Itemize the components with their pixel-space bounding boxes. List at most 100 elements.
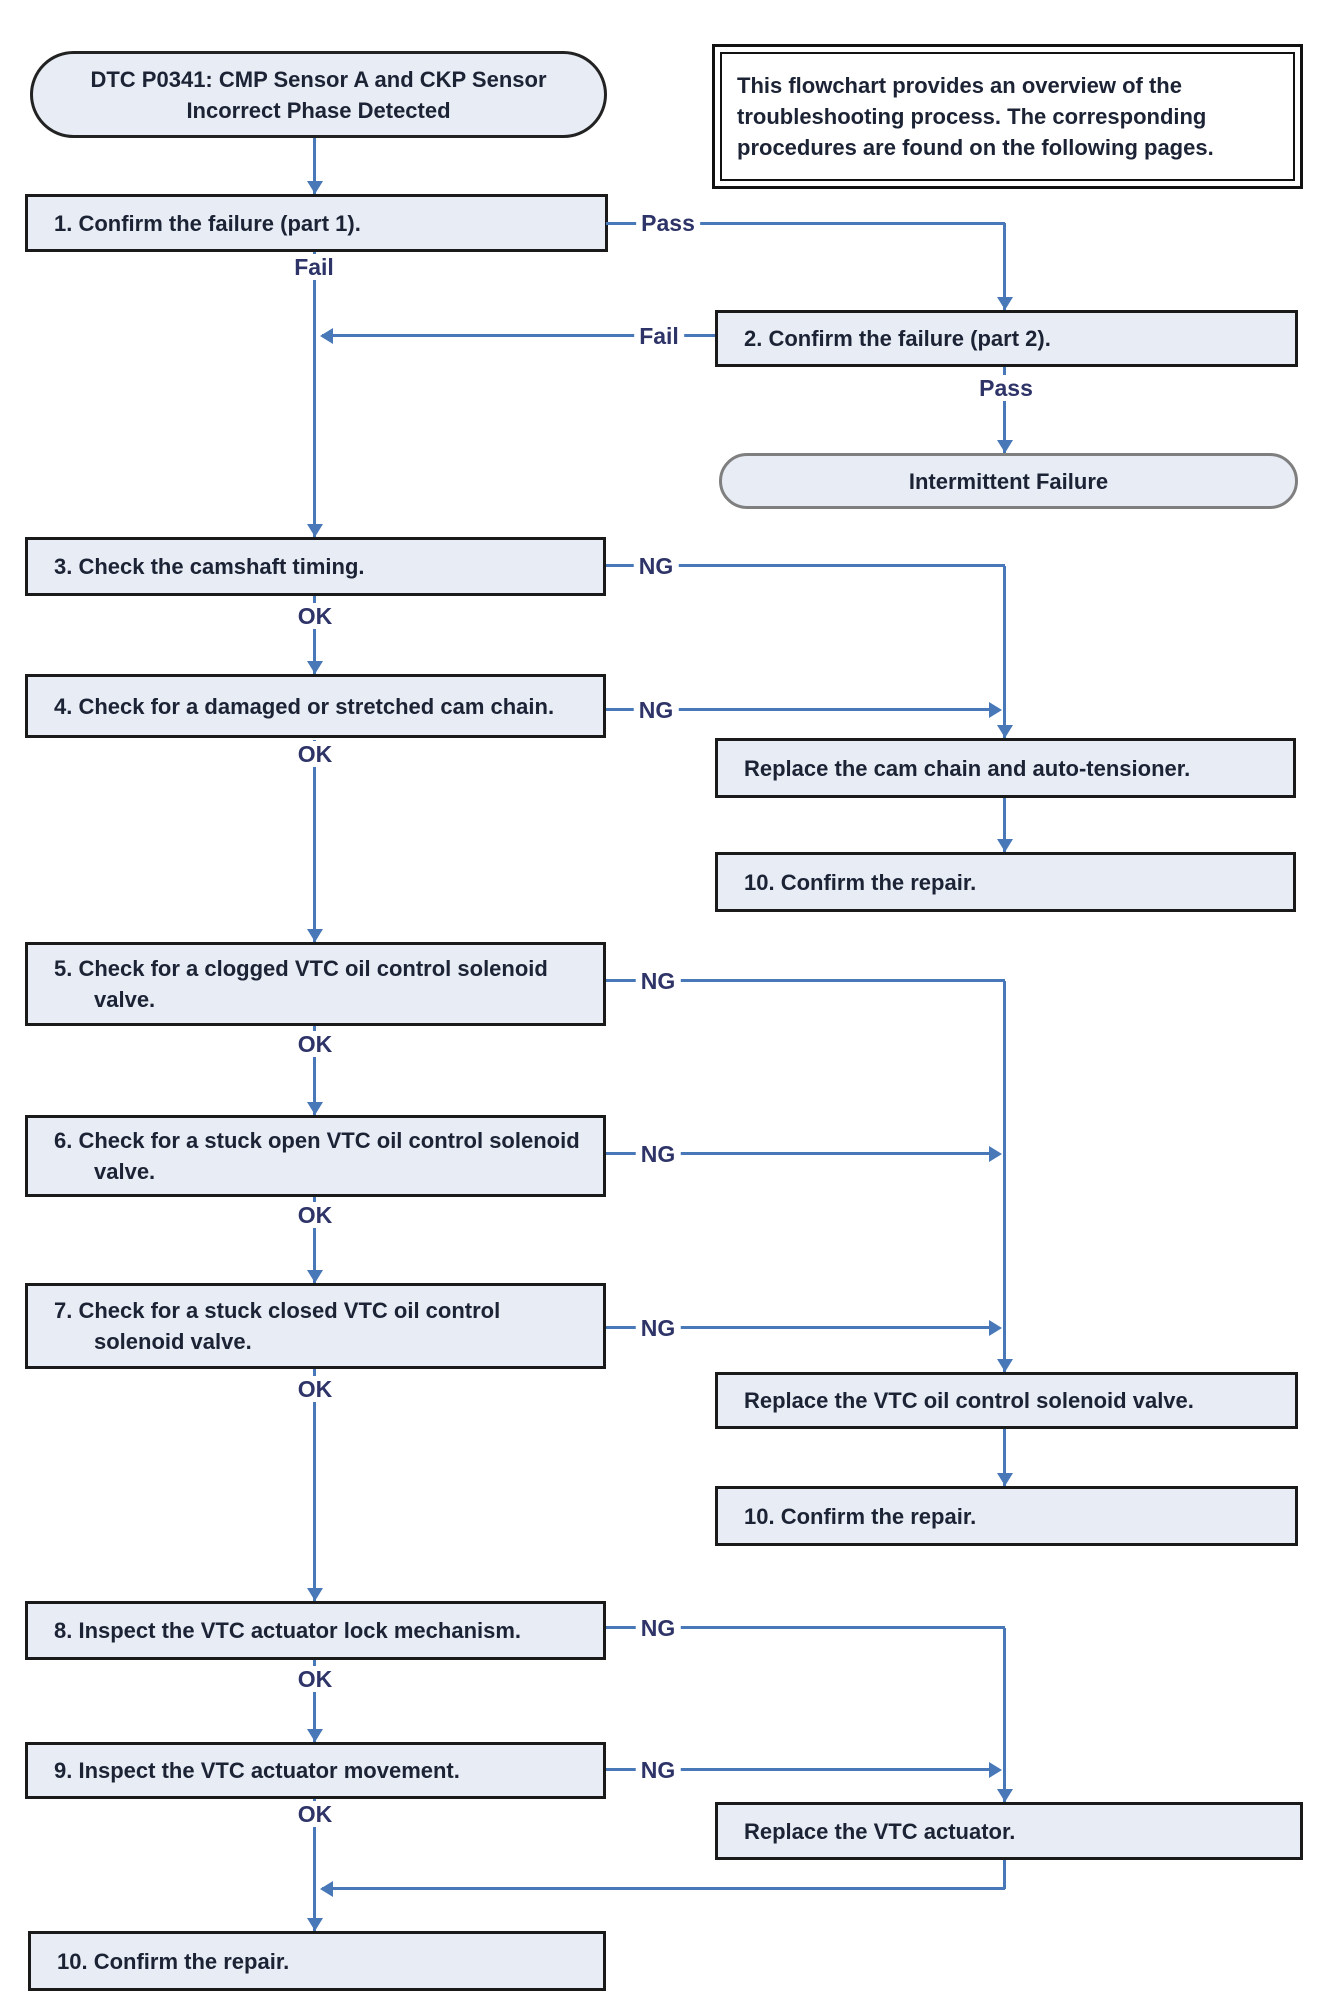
replace-actuator-label: Replace the VTC actuator. <box>744 1818 1016 1844</box>
pass-label: Pass <box>974 375 1038 401</box>
connector-line <box>1003 798 1006 852</box>
confirm-repair-a-label: 10. Confirm the repair. <box>744 869 977 895</box>
confirm-repair-c-label: 10. Confirm the repair. <box>57 1948 290 1974</box>
arrowhead-down <box>307 1102 323 1115</box>
ok-label: OK <box>292 1666 338 1692</box>
step-8-box: 8. Inspect the VTC actuator lock mechani… <box>25 1601 606 1660</box>
ok-label: OK <box>292 741 338 767</box>
ok-label: OK <box>292 603 338 629</box>
connector-line <box>313 1197 316 1283</box>
intermittent-failure-label: Intermittent Failure <box>908 468 1109 494</box>
ok-label: OK <box>292 1031 338 1057</box>
replace-cam-chain-box: Replace the cam chain and auto-tensioner… <box>715 738 1296 798</box>
step-7-label: 7. Check for a stuck closed VTC oil cont… <box>54 1298 501 1354</box>
connector-line <box>313 1369 316 1601</box>
connector-line <box>606 708 990 711</box>
arrowhead-down <box>307 1918 323 1931</box>
arrowhead-down <box>997 297 1013 310</box>
start-terminator-label: DTC P0341: CMP Sensor A and CKP Sensor I… <box>90 66 547 123</box>
confirm-repair-b-label: 10. Confirm the repair. <box>744 1503 977 1529</box>
arrowhead-down <box>997 839 1013 852</box>
replace-actuator-box: Replace the VTC actuator. <box>715 1802 1303 1860</box>
step-2-label: 2. Confirm the failure (part 2). <box>744 326 1051 351</box>
connector-line <box>1003 367 1006 453</box>
info-note: This flowchart provides an overview of t… <box>712 44 1303 189</box>
connector-line <box>1003 981 1006 1372</box>
connector-line <box>313 138 316 194</box>
ng-label: NG <box>635 1615 681 1641</box>
ng-label: NG <box>635 1757 681 1783</box>
confirm-repair-a-box: 10. Confirm the repair. <box>715 852 1296 912</box>
intermittent-failure-terminator: Intermittent Failure <box>719 453 1298 509</box>
step-9-label: 9. Inspect the VTC actuator movement. <box>54 1758 460 1783</box>
connector-line <box>606 564 1005 567</box>
step-6-label: 6. Check for a stuck open VTC oil contro… <box>54 1128 580 1184</box>
arrowhead-right <box>989 1146 1002 1162</box>
connector-line <box>313 252 316 537</box>
arrowhead-right <box>989 1762 1002 1778</box>
connector-line <box>606 1152 990 1155</box>
connector-line <box>322 334 715 337</box>
step-3-label: 3. Check the camshaft timing. <box>54 554 365 579</box>
replace-solenoid-box: Replace the VTC oil control solenoid val… <box>715 1372 1298 1429</box>
replace-solenoid-label: Replace the VTC oil control solenoid val… <box>744 1388 1194 1413</box>
step-1-box: 1. Confirm the failure (part 1). <box>25 194 608 252</box>
step-2-box: 2. Confirm the failure (part 2). <box>715 310 1298 367</box>
arrowhead-down <box>307 661 323 674</box>
arrowhead-down <box>997 440 1013 453</box>
arrowhead-right <box>989 1320 1002 1336</box>
step-1-label: 1. Confirm the failure (part 1). <box>54 210 361 236</box>
connector-line <box>313 596 316 674</box>
step-7-box: 7. Check for a stuck closed VTC oil cont… <box>25 1283 606 1369</box>
arrowhead-down <box>307 929 323 942</box>
connector-line <box>1003 1860 1006 1889</box>
arrowhead-down <box>307 524 323 537</box>
arrowhead-down <box>997 725 1013 738</box>
fail-label: Fail <box>289 254 339 280</box>
connector-line <box>313 1799 316 1931</box>
ok-label: OK <box>292 1202 338 1228</box>
arrowhead-down <box>997 1789 1013 1802</box>
connector-line <box>1003 1429 1006 1486</box>
connector-line <box>313 740 316 942</box>
info-note-text: This flowchart provides an overview of t… <box>737 73 1214 160</box>
connector-line <box>1003 566 1006 738</box>
ng-label: NG <box>635 968 681 994</box>
connector-line <box>1003 1628 1006 1802</box>
arrowhead-left <box>320 1881 333 1897</box>
step-5-label: 5. Check for a clogged VTC oil control s… <box>54 956 548 1012</box>
step-5-box: 5. Check for a clogged VTC oil control s… <box>25 942 606 1026</box>
pass-label: Pass <box>636 210 700 236</box>
confirm-repair-b-box: 10. Confirm the repair. <box>715 1486 1298 1546</box>
connector-line <box>606 1768 990 1771</box>
connector-line <box>606 1326 990 1329</box>
step-9-box: 9. Inspect the VTC actuator movement. <box>25 1742 606 1799</box>
step-6-box: 6. Check for a stuck open VTC oil contro… <box>25 1115 606 1197</box>
arrowhead-down <box>307 181 323 194</box>
connector-line <box>313 1660 316 1742</box>
ng-label: NG <box>633 553 679 579</box>
arrowhead-left <box>320 328 333 344</box>
arrowhead-down <box>997 1359 1013 1372</box>
connector-line <box>1003 223 1006 310</box>
ng-label: NG <box>635 1315 681 1341</box>
ok-label: OK <box>292 1801 338 1827</box>
step-4-box: 4. Check for a damaged or stretched cam … <box>25 674 606 738</box>
step-8-label: 8. Inspect the VTC actuator lock mechani… <box>54 1618 522 1643</box>
connector-line <box>606 1626 1005 1629</box>
connector-line <box>313 1026 316 1115</box>
arrowhead-down <box>997 1473 1013 1486</box>
step-3-box: 3. Check the camshaft timing. <box>25 537 606 596</box>
arrowhead-down <box>307 1588 323 1601</box>
arrowhead-right <box>989 702 1002 718</box>
ng-label: NG <box>635 1141 681 1167</box>
start-terminator: DTC P0341: CMP Sensor A and CKP Sensor I… <box>30 51 607 138</box>
connector-line <box>606 222 1005 225</box>
ng-label: NG <box>633 697 679 723</box>
arrowhead-down <box>307 1729 323 1742</box>
connector-line <box>606 979 1005 982</box>
replace-cam-chain-label: Replace the cam chain and auto-tensioner… <box>744 755 1191 781</box>
fail-label: Fail <box>634 323 684 349</box>
confirm-repair-c-box: 10. Confirm the repair. <box>28 1931 606 1991</box>
